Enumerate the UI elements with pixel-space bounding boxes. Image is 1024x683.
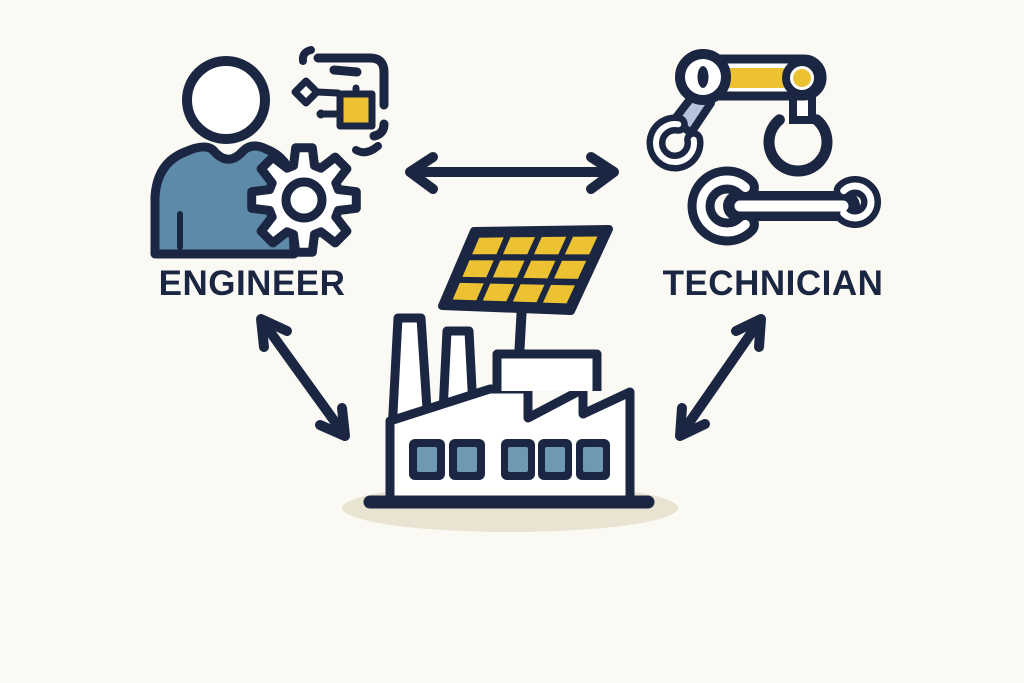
gear-icon: [247, 143, 361, 257]
factory-node: [342, 225, 678, 532]
solar-cell: [492, 260, 525, 278]
engineer-head: [182, 56, 270, 144]
circuit-icon: [291, 46, 389, 157]
solar-cell: [503, 237, 535, 255]
arrow-engineer-technician: [405, 152, 619, 194]
engineer-label: ENGINEER: [159, 264, 346, 303]
solar-panel-icon: [438, 225, 613, 315]
arm-joint-slot: [697, 66, 709, 88]
solar-cell: [452, 282, 484, 301]
factory-window: [409, 439, 445, 480]
arrow-engineer-factory: [256, 314, 350, 441]
solar-cell: [523, 260, 556, 279]
factory-window: [501, 439, 535, 480]
solar-cell: [512, 284, 545, 303]
solar-cell: [543, 284, 575, 304]
arrow-technician-factory: [675, 314, 766, 441]
factory-roof-block: [492, 349, 602, 391]
gear-hub: [281, 177, 327, 223]
solar-cell: [482, 283, 515, 302]
technician-node: TECHNICIAN: [646, 49, 884, 303]
factory-window: [538, 439, 572, 480]
solar-cell: [472, 237, 504, 255]
factory-windows: [409, 439, 610, 480]
engineer-node: ENGINEER: [150, 46, 389, 303]
small-wrench-core: [653, 121, 697, 165]
technician-label: TECHNICIAN: [663, 264, 884, 303]
solar-cell: [534, 236, 567, 255]
solar-cell: [564, 236, 598, 255]
gripper-claw-icon: [763, 114, 833, 177]
factory-window: [576, 439, 610, 480]
factory-window: [449, 439, 485, 480]
solar-panel-cells: [452, 236, 598, 304]
solar-cell: [462, 260, 494, 278]
solar-panel-pole: [514, 304, 527, 359]
robot-arm-icon: [646, 49, 833, 177]
arm-bar-yellow: [727, 68, 789, 88]
solar-cell: [554, 260, 587, 279]
arm-joint-right-hub: [793, 69, 811, 87]
big-wrench-icon: [687, 166, 881, 246]
